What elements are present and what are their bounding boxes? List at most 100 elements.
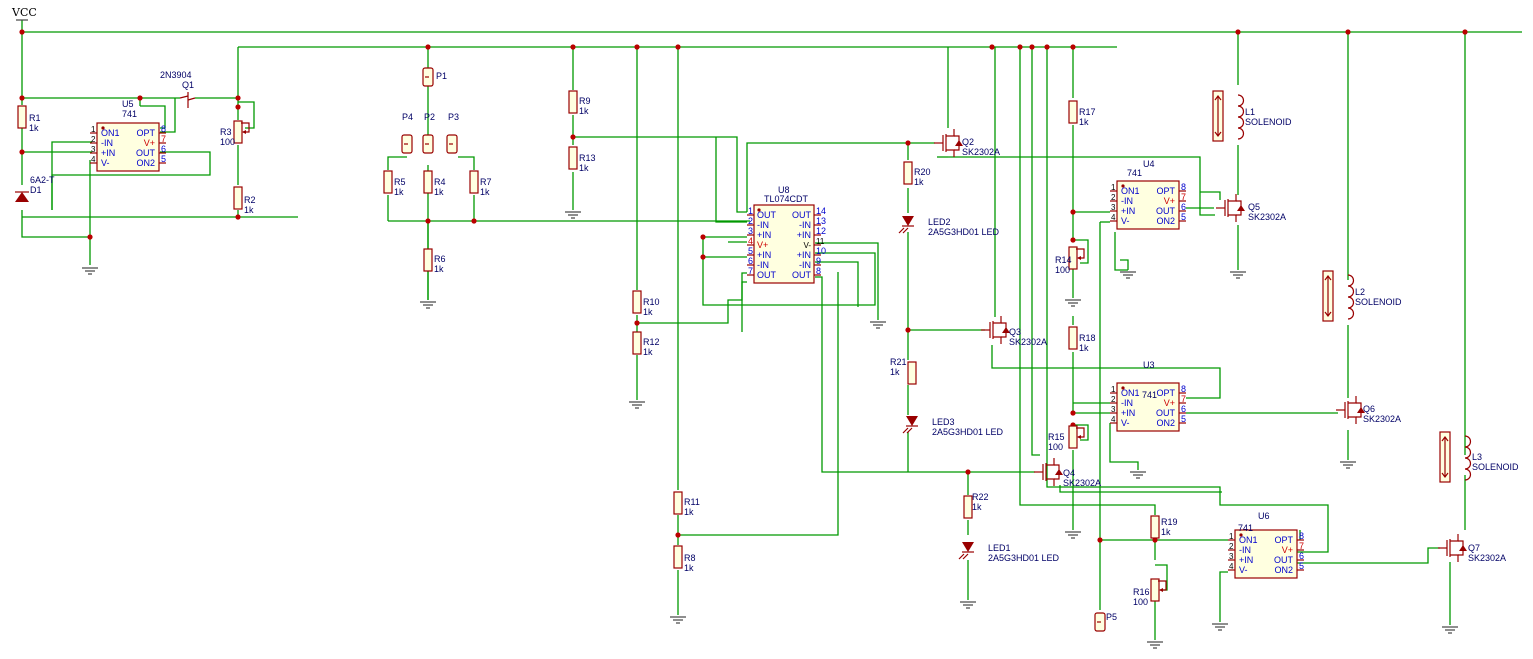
pin-number: 1 [1111,385,1116,394]
junction-dot [1235,29,1241,35]
resistor-ref: R13 [579,153,596,163]
mosfet-value: SK2302A [1363,414,1401,424]
pin-number: 8 [1299,531,1304,541]
junction-dot [19,29,25,35]
opamp-value: 741 [1238,523,1253,533]
pin1-mark [1121,386,1125,390]
resistor-ref: R5 [394,177,406,187]
resistor-value: 1k [684,563,694,573]
connector-p1: P1 [422,67,447,87]
pin-name: ON2 [1156,418,1175,428]
pin-name: V- [1121,216,1130,226]
ground-symbol [1065,531,1081,539]
pin-number: 5 [161,154,166,164]
pin-number: 5 [1181,212,1186,222]
resistor-ref: R2 [244,195,256,205]
resistor-ref: R1 [29,113,41,123]
mosfet-ref: Q5 [1248,202,1260,212]
junction-dot [1462,29,1468,35]
junction-dot [675,44,681,50]
pin-name: +IN [101,148,115,158]
resistor-body [907,361,917,385]
junction-dot [700,254,706,260]
ground-symbol [1230,271,1246,279]
resistor-ref: R6 [434,254,446,264]
pin-name: +IN [1121,408,1135,418]
mosfet-value: SK2302A [1248,212,1286,222]
junction-dot [235,104,241,110]
ground-symbol [420,301,436,309]
pin-number: 13 [816,216,826,226]
led-ref: LED2 [928,217,951,227]
resistor-ref: R15 [1048,432,1065,442]
resistor-value: 1k [579,106,589,116]
diode-d1: 6A2-TD1 [15,175,55,202]
mosfet-ref: Q7 [1468,543,1480,553]
pin-number: 4 [748,236,753,246]
resistor-value: 1k [890,367,900,377]
mosfet-value: SK2302A [1063,478,1101,488]
coil [1237,94,1245,140]
pin-number: 1 [1111,183,1116,192]
pin1-mark [1121,184,1125,188]
resistor-body [568,90,578,114]
connector-p3: P3 [446,112,459,154]
arrow-head [1324,311,1332,317]
resistor-ref: R10 [643,297,660,307]
junction-dot [1070,410,1076,416]
pin-name: +IN [797,230,811,240]
ground-symbol [1212,623,1228,631]
quad-opamp-value: TL074CDT [764,194,809,204]
resistor-body [673,545,683,569]
resistor-value: 1k [579,163,589,173]
ground-symbol [870,321,886,329]
wire [1073,239,1089,264]
pin-number: 14 [816,206,826,216]
resistor-ref: R4 [434,177,446,187]
opamp-body [1116,382,1180,432]
pin-number: 6 [161,144,166,154]
wire [715,137,747,223]
resistor-value: 1k [643,347,653,357]
resistor-ref: R17 [1079,107,1096,117]
diode-lead [1054,464,1060,480]
wire [1290,547,1440,564]
wire [1046,47,1329,553]
drain-lead [993,316,1002,324]
pin-name: V+ [1164,196,1175,206]
pin-name: V+ [1164,398,1175,408]
resistor-value: 1k [29,123,39,133]
pin-name: -IN [757,260,769,270]
pin1-mark [1239,533,1243,537]
wire [1109,423,1139,470]
connector-ref: P3 [448,112,459,122]
pin-number: 4 [1111,415,1116,424]
wire [1073,424,1089,441]
pin-number: 7 [1181,192,1186,202]
wiper-arrow [1159,588,1163,592]
resistor-ref: R9 [579,96,591,106]
pin-name: OPT [1156,388,1175,398]
wire [991,345,1221,399]
ground-symbol [565,211,581,219]
components: R11kR21kR3100R41kR51kR61kR71kR81kR91kR10… [15,67,1519,632]
junction-dot [425,44,431,50]
quad-opamp-body [753,204,815,284]
mosfet-ref: Q3 [1009,327,1021,337]
led-triangle [902,216,914,226]
led-triangle [906,416,918,426]
